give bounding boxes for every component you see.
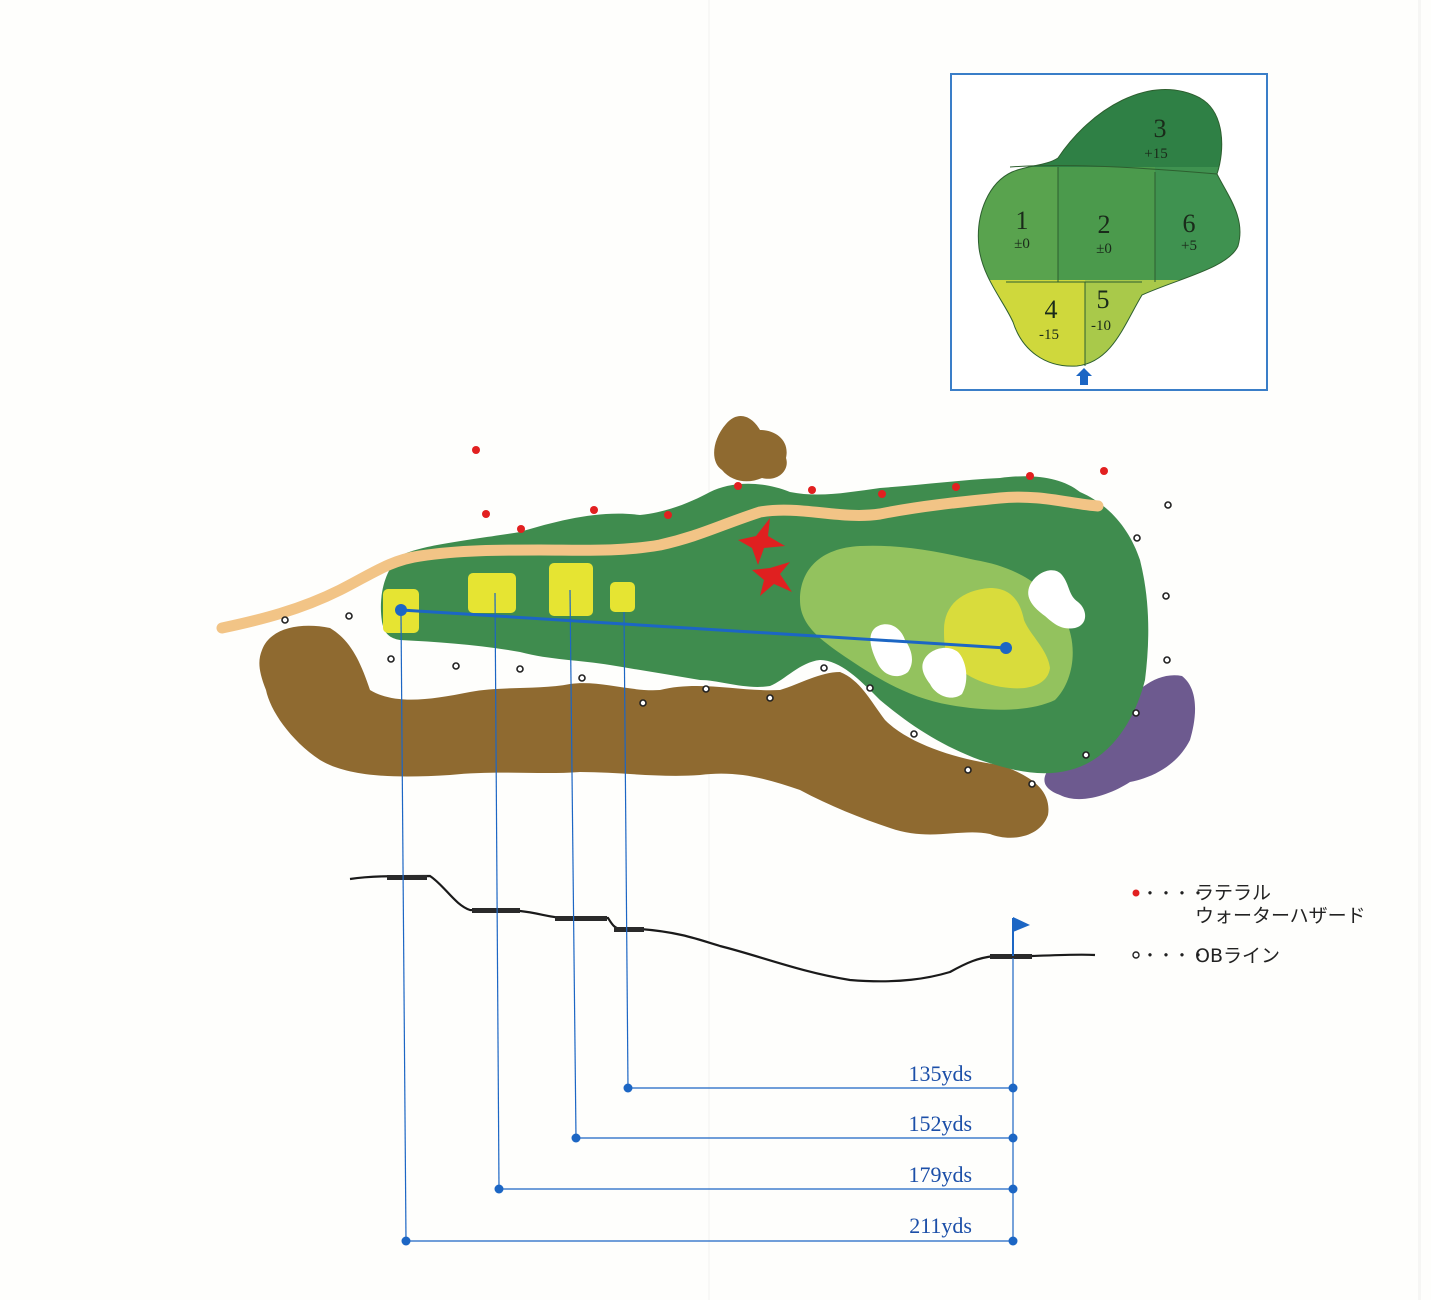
distance-label-179: 179yds <box>908 1162 972 1187</box>
green-inset: 3 +15 1 ±0 2 ±0 6 +5 4 -15 5 -10 <box>950 73 1268 391</box>
section-2-number: 2 <box>1098 210 1111 239</box>
distance-guides <box>400 589 1014 1242</box>
tree-icon <box>752 562 792 596</box>
green-section-2 <box>1058 167 1158 282</box>
distance-label-135: 135yds <box>908 1061 972 1086</box>
distance-label-152: 152yds <box>908 1111 972 1136</box>
distance-endpoints <box>401 1083 1018 1246</box>
section-6-number: 6 <box>1183 209 1196 238</box>
legend-hazard-line1: ラテラル <box>1195 882 1271 904</box>
pin-area <box>944 588 1050 689</box>
pin-dot <box>1000 642 1012 654</box>
legend-ob-dot <box>1132 951 1140 959</box>
legend: ・・・・ ラテラル ウォーターハザード ・・・・ OBライン <box>1132 882 1366 967</box>
section-6-score: +5 <box>1181 238 1197 254</box>
legend-ob-dots: ・・・・ <box>1142 946 1206 965</box>
legend-hazard-dots: ・・・・ <box>1142 884 1206 903</box>
green-section-dividers <box>1006 165 1218 366</box>
section-5-number: 5 <box>1097 285 1110 314</box>
tee-box-regular <box>468 573 516 613</box>
section-5-score: -10 <box>1091 318 1111 334</box>
section-2-score: ±0 <box>1096 241 1112 257</box>
dirt-area <box>259 625 1049 838</box>
tree-icons <box>738 518 792 596</box>
tee-box-ladies <box>610 582 635 612</box>
tree-icon <box>738 518 785 565</box>
bunker-right <box>1028 570 1086 629</box>
tee-box-front <box>549 563 593 616</box>
legend-ob-label: OBライン <box>1195 945 1280 967</box>
purple-hazard <box>1044 675 1196 800</box>
section-3-score: +15 <box>1144 146 1167 162</box>
up-arrow-icon <box>1076 368 1092 385</box>
distance-label-211: 211yds <box>909 1213 972 1238</box>
profile-line <box>349 874 1096 983</box>
profile-tee-marks <box>387 875 1032 959</box>
elevation-profile <box>349 874 1096 983</box>
bunker-left <box>870 624 912 677</box>
legend-hazard-line2: ウォーターハザード <box>1195 905 1366 927</box>
section-4-number: 4 <box>1045 295 1058 324</box>
cart-path <box>216 491 1104 634</box>
bunker-middle <box>922 647 967 698</box>
flag-icon <box>1013 917 1030 932</box>
hole-layout <box>216 416 1196 838</box>
dirt-mound-top <box>714 416 787 482</box>
section-1-score: ±0 <box>1014 236 1030 252</box>
section-3-number: 3 <box>1154 114 1167 143</box>
legend-hazard-dot <box>1132 889 1140 897</box>
ob-markers <box>281 501 1172 788</box>
aim-line <box>400 608 1007 650</box>
hazard-markers <box>472 446 1108 533</box>
section-1-number: 1 <box>1016 206 1029 235</box>
aim-start-dot <box>395 604 407 616</box>
section-4-score: -15 <box>1039 327 1059 343</box>
